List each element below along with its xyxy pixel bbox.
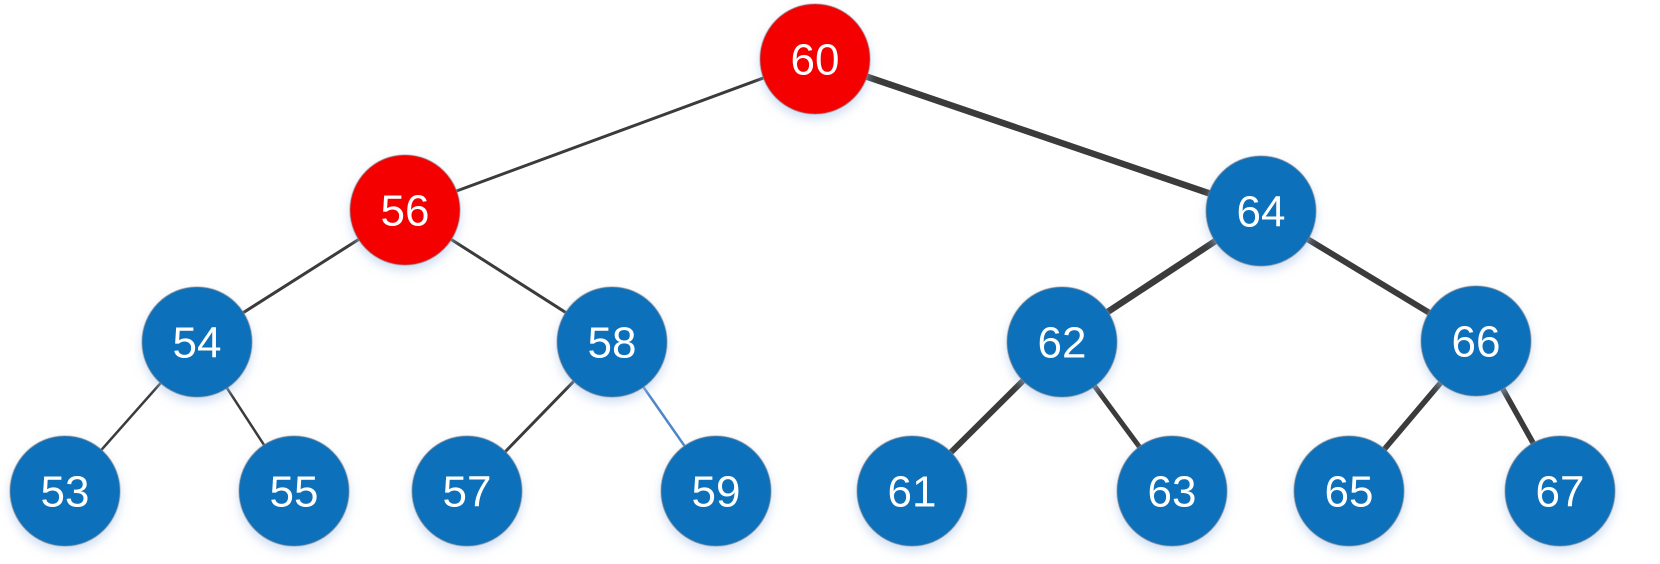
tree-node-53: 53: [9, 435, 121, 547]
tree-node-58: 58: [556, 286, 668, 398]
node-circle: [660, 435, 772, 547]
tree-node-59: 59: [660, 435, 772, 547]
node-label: 57: [443, 467, 492, 516]
node-label: 60: [791, 35, 840, 84]
node-label: 59: [692, 467, 741, 516]
tree-node-61: 61: [856, 435, 968, 547]
node-circle: [1116, 435, 1228, 547]
tree-node-64: 64: [1205, 155, 1317, 267]
tree-node-55: 55: [238, 435, 350, 547]
node-label: 67: [1536, 467, 1585, 516]
node-circle: [9, 435, 121, 547]
node-label: 56: [381, 186, 430, 235]
node-circle: [1205, 155, 1317, 267]
tree-node-65: 65: [1293, 435, 1405, 547]
node-circle: [556, 286, 668, 398]
node-label: 63: [1148, 467, 1197, 516]
tree-node-67: 67: [1504, 435, 1616, 547]
node-circle: [411, 435, 523, 547]
tree-edge-60-64: [813, 55, 1263, 215]
node-label: 64: [1237, 187, 1286, 236]
node-circle: [1006, 286, 1118, 398]
node-circle: [856, 435, 968, 547]
node-label: 66: [1452, 317, 1501, 366]
node-circle: [1504, 435, 1616, 547]
tree-node-56: 56: [349, 154, 461, 266]
tree-node-62: 62: [1006, 286, 1118, 398]
node-circle: [141, 286, 253, 398]
node-label: 55: [270, 467, 319, 516]
node-circle: [238, 435, 350, 547]
node-label: 61: [888, 467, 937, 516]
tree-edge-60-56: [404, 57, 816, 212]
node-label: 62: [1038, 318, 1087, 367]
node-circle: [349, 154, 461, 266]
node-circle: [1420, 285, 1532, 397]
node-label: 53: [41, 467, 90, 516]
node-circle: [1293, 435, 1405, 547]
tree-node-54: 54: [141, 286, 253, 398]
tree-node-57: 57: [411, 435, 523, 547]
node-label: 65: [1325, 467, 1374, 516]
node-circle: [759, 3, 871, 115]
node-label: 54: [173, 318, 222, 367]
tree-node-63: 63: [1116, 435, 1228, 547]
tree-node-60: 60: [759, 3, 871, 115]
node-label: 58: [588, 318, 637, 367]
tree-node-66: 66: [1420, 285, 1532, 397]
